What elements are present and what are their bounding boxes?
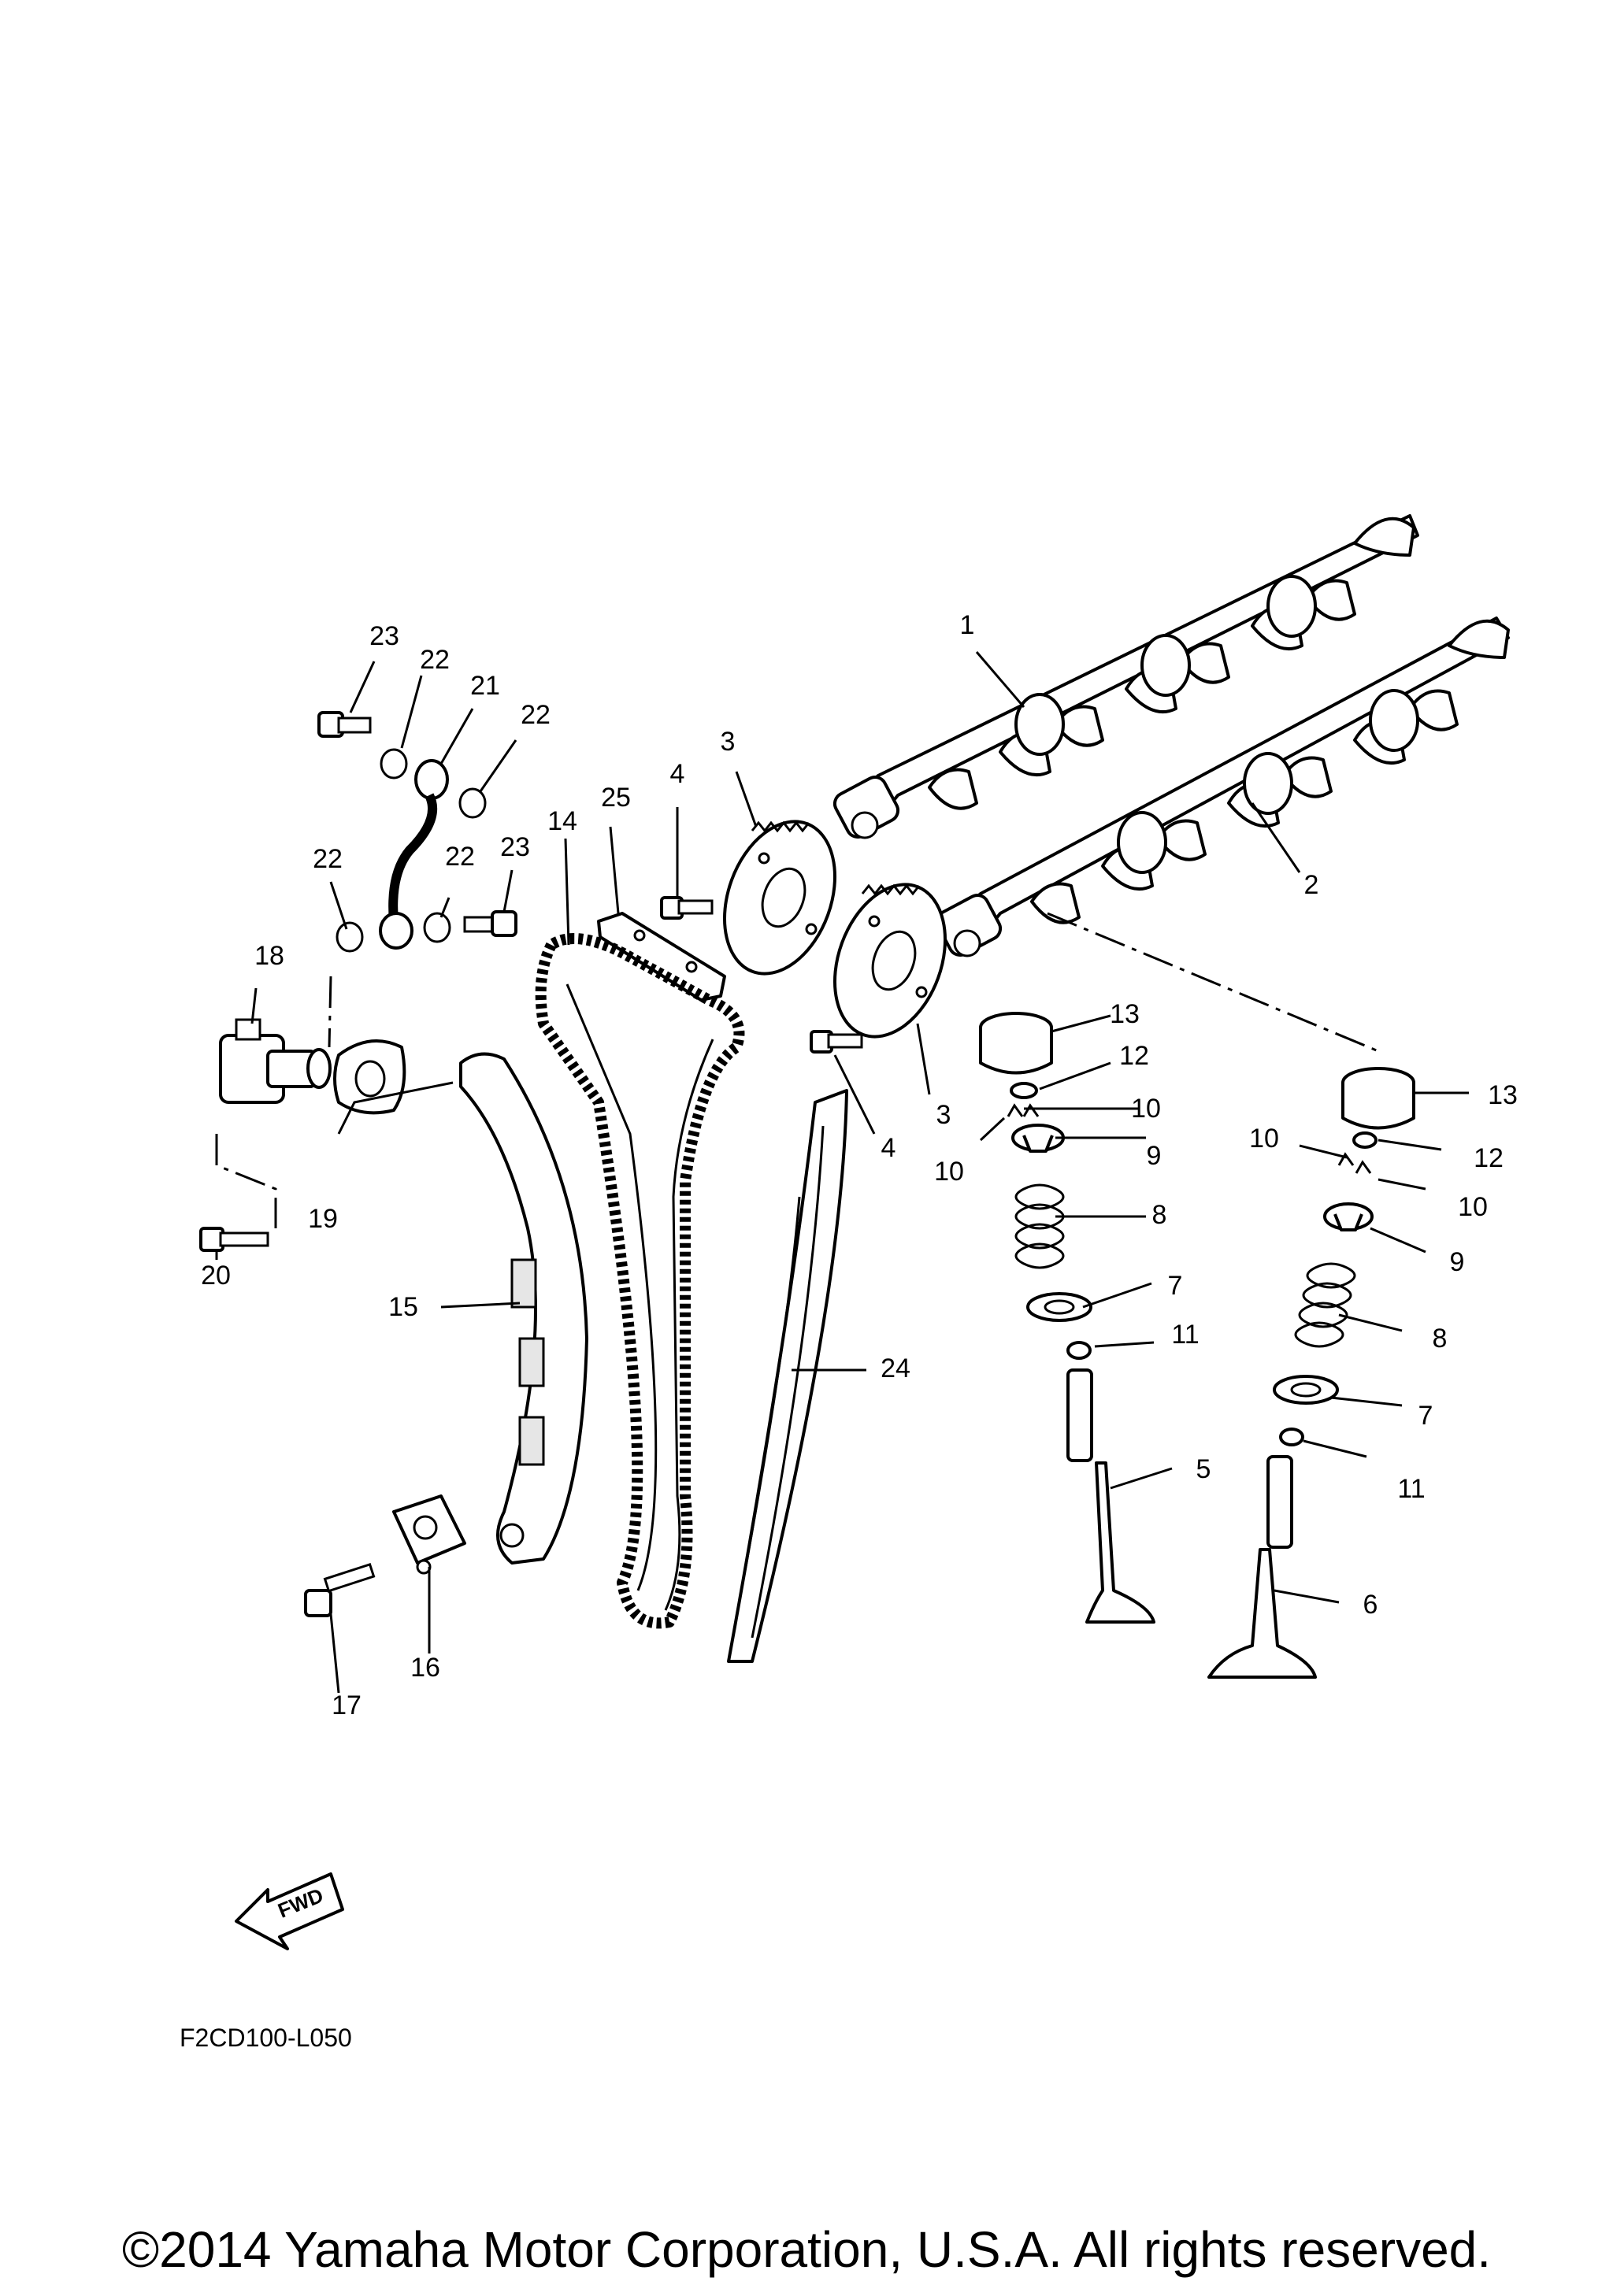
callout-10-intake-right: 10 [1131, 1094, 1161, 1124]
callout-22-left: 22 [313, 844, 343, 874]
valve-pad-exhaust [1352, 1131, 1378, 1149]
tensioner-bolt [199, 1227, 269, 1252]
chain-tensioner-guide [459, 1052, 588, 1565]
cam-chain-tensioner [219, 1018, 332, 1104]
leader-lines [215, 651, 1469, 1694]
callout-23-upper: 23 [369, 621, 399, 651]
valve-cotter-exhaust [1337, 1152, 1372, 1174]
copper-washer-4 [423, 912, 451, 943]
callout-labels: 1 2 3 3 4 4 5 6 7 7 8 8 9 9 10 10 10 10 … [201, 610, 1518, 1720]
tensioner-alignment-line [215, 1134, 277, 1228]
callout-20: 20 [201, 1261, 231, 1291]
timing-chain [535, 933, 745, 1629]
callout-3-upper: 3 [721, 727, 736, 757]
callout-5: 5 [1196, 1454, 1211, 1484]
callout-13-intake: 13 [1110, 999, 1140, 1029]
tensioner-gasket [333, 1039, 406, 1115]
valve-spring-retainer-exhaust [1323, 1202, 1374, 1231]
valve-guide-intake [1066, 1368, 1093, 1462]
valve-spring-intake [1014, 1183, 1065, 1269]
valve-cotter-intake [1007, 1103, 1040, 1117]
callout-9-intake: 9 [1147, 1141, 1162, 1171]
callout-4-upper: 4 [670, 759, 685, 789]
callout-6: 6 [1363, 1590, 1378, 1620]
oil-pipe-alignment-line [328, 976, 332, 1048]
callout-8-exhaust: 8 [1433, 1324, 1448, 1354]
callout-22-lower: 22 [445, 842, 475, 872]
valve-stem-seal-exhaust [1279, 1428, 1304, 1446]
union-bolt-lower [463, 910, 517, 937]
valve-spring-seat-intake [1026, 1292, 1092, 1322]
callout-7-exhaust: 7 [1418, 1401, 1433, 1431]
callout-13-exhaust: 13 [1488, 1080, 1518, 1110]
callout-12-exhaust: 12 [1474, 1143, 1504, 1173]
callout-14: 14 [547, 806, 577, 836]
valve-lifter-exhaust [1341, 1067, 1415, 1130]
callout-15: 15 [388, 1292, 418, 1322]
timing-chain-guide-top [597, 912, 726, 1002]
forward-direction-arrow: FWD [235, 1872, 344, 1950]
callout-1: 1 [960, 610, 975, 640]
exhaust-valve [1207, 1548, 1317, 1679]
valve-lifter-intake [979, 1012, 1053, 1075]
callout-16: 16 [410, 1653, 440, 1683]
callout-10-exhaust-right: 10 [1458, 1192, 1488, 1222]
callout-25: 25 [601, 783, 631, 813]
cam-sprocket-lower [832, 883, 947, 1039]
copyright-notice: ©2014 Yamaha Motor Corporation, U.S.A. A… [121, 2221, 1492, 2278]
intake-valve [1085, 1461, 1155, 1624]
copper-washer-2 [458, 787, 487, 819]
callout-12-intake: 12 [1119, 1041, 1149, 1071]
sprocket-bolt-lower [810, 1030, 863, 1054]
callout-21: 21 [470, 671, 500, 701]
valve-spring-retainer-intake [1011, 1124, 1065, 1153]
diagram-code: F2CD100-L050 [180, 2024, 352, 2052]
tensioner-guide-pivot [392, 1494, 466, 1575]
callout-11-exhaust: 11 [1397, 1474, 1425, 1504]
callout-17: 17 [332, 1691, 362, 1720]
callout-3-lower: 3 [936, 1100, 951, 1130]
copper-washer-1 [380, 748, 408, 780]
callout-23-lower: 23 [500, 832, 530, 862]
oil-delivery-pipe [379, 759, 449, 950]
callout-18: 18 [254, 941, 284, 971]
camshaft-2-lobes [1030, 619, 1510, 924]
sprocket-bolt-upper [660, 896, 714, 920]
valve-guide-exhaust [1266, 1455, 1293, 1549]
chain-guide-exhaust [727, 1089, 848, 1663]
valve-spring-seat-exhaust [1273, 1375, 1339, 1405]
callout-4-lower: 4 [881, 1133, 896, 1163]
valve-stem-seal-intake [1066, 1341, 1092, 1360]
union-bolt-upper [317, 711, 372, 738]
copper-washer-3 [336, 921, 364, 953]
camshaft-1 [832, 514, 1419, 839]
valve-pad-intake [1010, 1082, 1038, 1099]
pivot-bolt [304, 1562, 376, 1617]
cam-sprocket-upper [722, 820, 837, 976]
callout-24: 24 [881, 1354, 910, 1383]
camshaft-2 [935, 617, 1510, 957]
callout-9-exhaust: 9 [1450, 1247, 1465, 1277]
callout-11-intake: 11 [1171, 1320, 1199, 1350]
callout-19: 19 [308, 1204, 338, 1234]
callout-22-right: 22 [521, 700, 551, 730]
callout-10-exhaust-left: 10 [1249, 1124, 1279, 1154]
callout-2: 2 [1304, 870, 1319, 900]
callout-8-intake: 8 [1152, 1200, 1167, 1230]
callout-7-intake: 7 [1168, 1271, 1183, 1301]
callout-10-intake-left: 10 [934, 1157, 964, 1187]
valve-spring-exhaust [1294, 1262, 1356, 1348]
callout-22-top: 22 [420, 645, 450, 675]
alignment-line [1047, 912, 1379, 1053]
